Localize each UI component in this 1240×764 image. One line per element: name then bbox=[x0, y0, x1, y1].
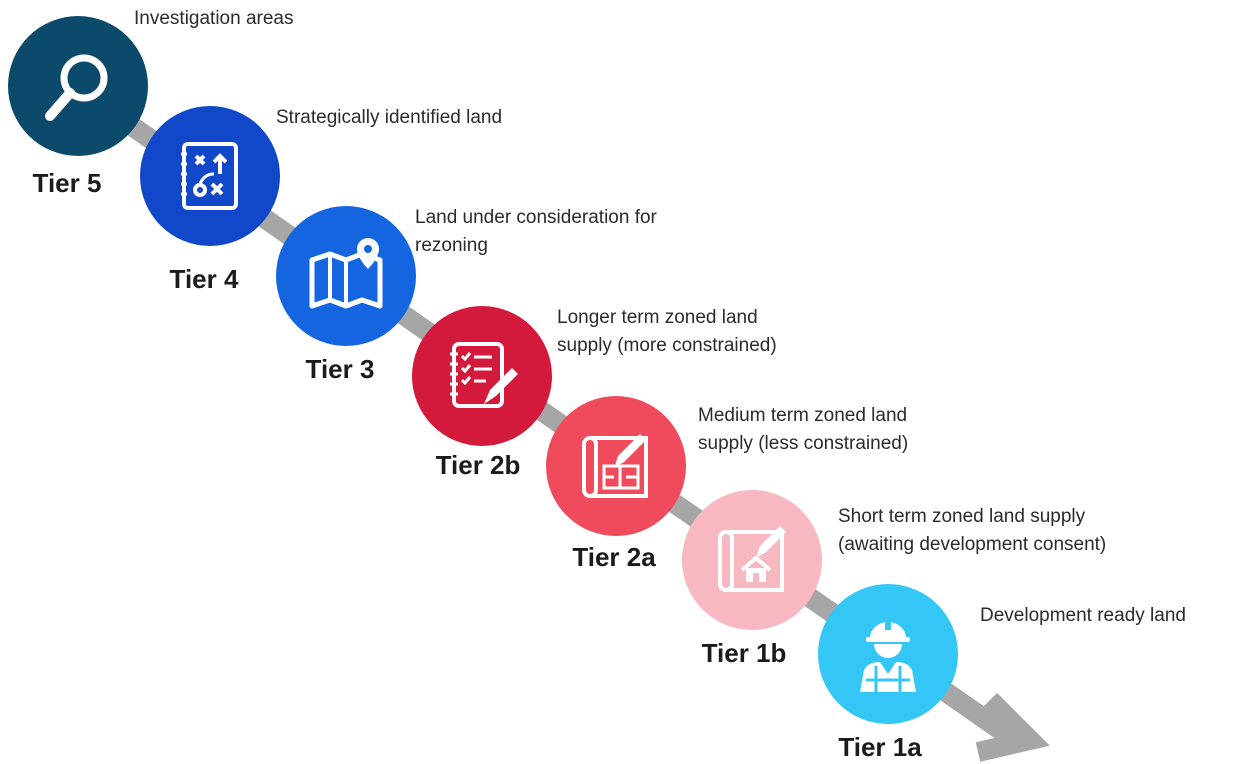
tier-3-circle bbox=[276, 206, 416, 346]
tier-description: Longer term zoned land supply (more cons… bbox=[557, 307, 777, 356]
tier-label: Tier 4 bbox=[169, 264, 239, 294]
tier-description: Short term zoned land supply (awaiting d… bbox=[838, 506, 1107, 555]
magnifier-icon bbox=[45, 54, 108, 121]
tier-2a-circle bbox=[546, 396, 686, 536]
tier-label: Tier 2a bbox=[572, 542, 656, 572]
checklist-pen-icon bbox=[450, 342, 518, 408]
tier-description: Development ready land bbox=[980, 605, 1186, 626]
worker-icon bbox=[860, 620, 916, 692]
blueprint-pen-icon bbox=[582, 434, 648, 498]
tier-1a-circle bbox=[818, 584, 958, 724]
tier-label: Tier 1b bbox=[701, 638, 787, 668]
tier-description: Strategically identified land bbox=[276, 107, 503, 128]
strategy-plan-icon bbox=[181, 142, 238, 210]
tier-1b-circle bbox=[682, 490, 822, 630]
tier-description: Medium term zoned land supply (less cons… bbox=[698, 405, 909, 454]
tier-5-circle bbox=[8, 16, 148, 156]
map-pin-icon bbox=[309, 238, 383, 309]
tier-2b-circle bbox=[412, 306, 552, 446]
tier-4-circle bbox=[140, 106, 280, 246]
tier-description: Investigation areas bbox=[134, 8, 294, 29]
house-plan-icon bbox=[718, 526, 786, 592]
tier-label: Tier 3 bbox=[305, 354, 375, 384]
tier-label: Tier 5 bbox=[32, 168, 102, 198]
tier-label: Tier 2b bbox=[435, 450, 521, 480]
tier-description: Land under consideration for rezoning bbox=[415, 207, 657, 256]
tier-label: Tier 1a bbox=[838, 732, 922, 762]
